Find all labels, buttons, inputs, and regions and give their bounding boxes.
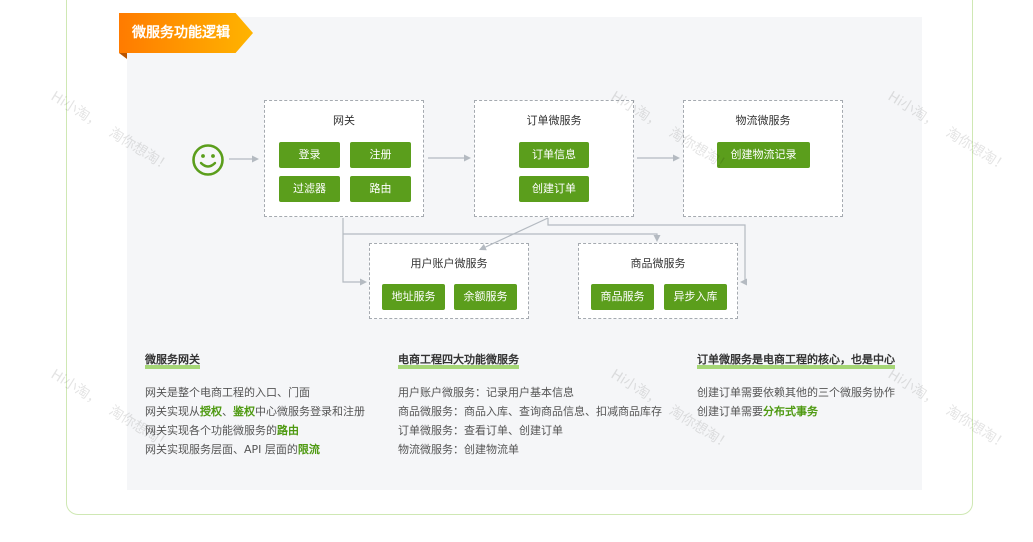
gateway-item-routing: 路由 (350, 176, 411, 202)
note-line: 网关实现从授权、鉴权中心微服务登录和注册 (145, 402, 365, 421)
smiley-face-icon (192, 144, 224, 176)
product-service-box: 商品微服务 商品服务 异步入库 (578, 243, 738, 319)
gateway-box: 网关 登录 注册 过滤器 路由 (264, 100, 424, 217)
note-text: 用户账户微服务：记录用户基本信息 (398, 386, 574, 399)
gateway-item-login: 登录 (279, 142, 340, 168)
note-heading: 微服务网关 (145, 353, 200, 369)
note-order-core: 订单微服务是电商工程的核心，也是中心 创建订单需要依赖其他的三个微服务协作 创建… (697, 352, 895, 421)
gateway-item-filter: 过滤器 (279, 176, 340, 202)
note-text: 、 (222, 405, 233, 418)
note-highlight-text: 路由 (277, 424, 299, 437)
gateway-item-register: 注册 (350, 142, 411, 168)
order-service-title: 订单微服务 (526, 114, 582, 127)
product-service-title: 商品微服务 (630, 257, 686, 270)
note-line: 物流微服务：创建物流单 (398, 440, 662, 459)
user-account-item-address: 地址服务 (382, 284, 445, 310)
note-line: 用户账户微服务：记录用户基本信息 (398, 383, 662, 402)
logistics-service-box: 物流微服务 创建物流记录 (683, 100, 843, 217)
section-tag: 微服务功能逻辑 (119, 13, 253, 53)
section-tag-fold (119, 53, 127, 59)
note-text: 网关实现各个功能微服务的 (145, 424, 277, 437)
user-account-item-balance: 余额服务 (454, 284, 517, 310)
note-heading: 电商工程四大功能微服务 (398, 353, 519, 369)
user-account-service-title: 用户账户微服务 (410, 257, 488, 270)
product-item-async-stock-in: 异步入库 (664, 284, 727, 310)
order-service-box: 订单微服务 订单信息 创建订单 (474, 100, 634, 217)
note-line: 网关是整个电商工程的入口、门面 (145, 383, 365, 402)
note-line: 创建订单需要依赖其他的三个微服务协作 (697, 383, 895, 402)
note-highlight-text: 限流 (297, 443, 320, 456)
note-four-services: 电商工程四大功能微服务 用户账户微服务：记录用户基本信息 商品微服务：商品入库、… (398, 352, 662, 459)
section-tag-title: 微服务功能逻辑 (132, 25, 230, 41)
note-line: 网关实现各个功能微服务的路由 (145, 421, 365, 440)
note-text: 物流微服务：创建物流单 (398, 443, 519, 456)
note-highlight-text: 授权 (200, 405, 222, 418)
note-line: 网关实现服务层面、API 层面的限流 (145, 440, 365, 459)
note-line: 商品微服务：商品入库、查询商品信息、扣减商品库存 (398, 402, 662, 421)
product-item-service: 商品服务 (591, 284, 654, 310)
user-account-service-box: 用户账户微服务 地址服务 余额服务 (369, 243, 529, 319)
note-gateway: 微服务网关 网关是整个电商工程的入口、门面 网关实现从授权、鉴权中心微服务登录和… (145, 352, 365, 459)
note-highlight-text: 分布式事务 (763, 405, 818, 418)
order-item-info: 订单信息 (519, 142, 589, 168)
note-text: 网关实现从 (145, 405, 200, 418)
gateway-title: 网关 (333, 114, 355, 127)
logistics-service-title: 物流微服务 (735, 114, 791, 127)
note-text: 网关实现服务层面、API 层面的 (145, 443, 298, 456)
note-highlight-text: 鉴权 (233, 405, 255, 418)
note-text: 商品微服务：商品入库、查询商品信息、扣减商品库存 (398, 405, 662, 418)
note-text: 网关是整个电商工程的入口、门面 (145, 386, 310, 399)
note-text: 订单微服务：查看订单、创建订单 (398, 424, 563, 437)
note-text: 中心微服务登录和注册 (255, 405, 365, 418)
logistics-item-create-record: 创建物流记录 (717, 142, 810, 168)
note-text: 创建订单需要 (697, 405, 763, 418)
note-line: 创建订单需要分布式事务 (697, 402, 895, 421)
note-text: 创建订单需要依赖其他的三个微服务协作 (697, 386, 895, 399)
note-heading: 订单微服务是电商工程的核心，也是中心 (697, 353, 895, 369)
order-item-create: 创建订单 (519, 176, 589, 202)
note-line: 订单微服务：查看订单、创建订单 (398, 421, 662, 440)
